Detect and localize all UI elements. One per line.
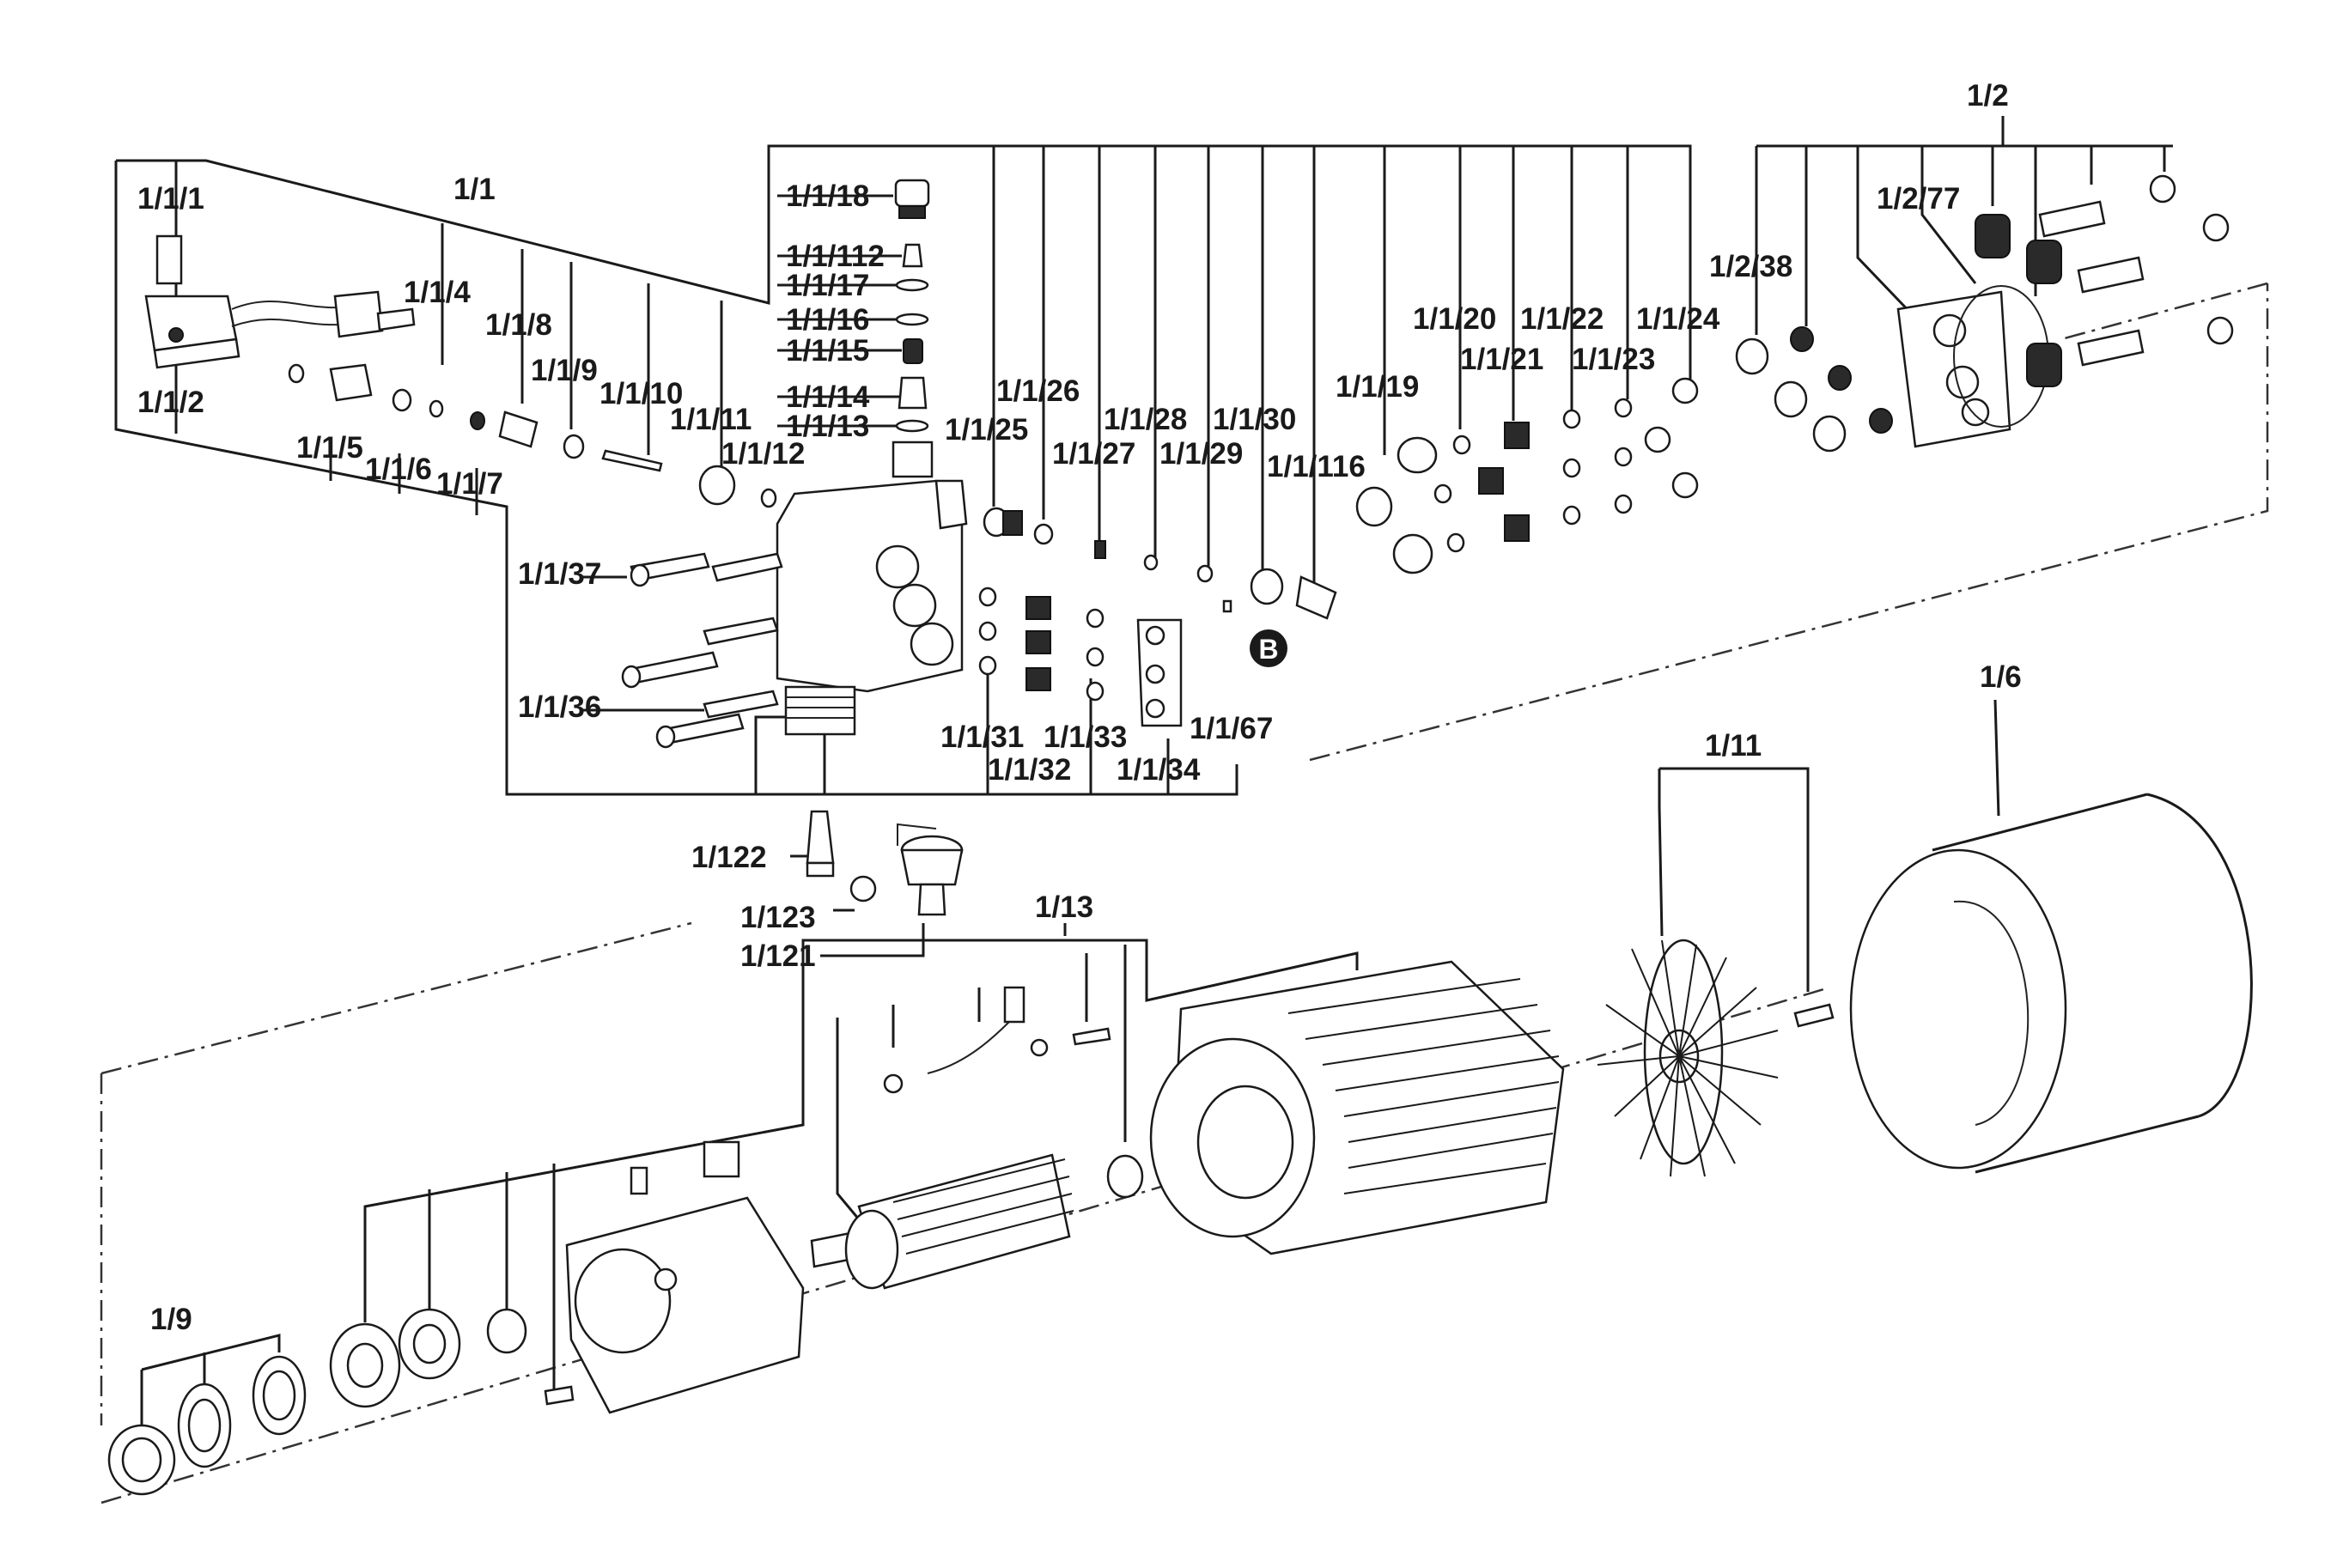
label-1-1-1: 1/1/1	[137, 182, 204, 216]
seal-rows-parts	[1355, 377, 1699, 574]
label-1-1-10: 1/1/10	[599, 377, 683, 410]
label-1-1-9: 1/1/9	[531, 354, 598, 387]
marker-b-label: B	[1258, 634, 1278, 665]
pump-head-callout-frame	[1755, 116, 2173, 335]
label-1-2: 1/2	[1967, 79, 2009, 112]
plunger-seal-parts	[978, 507, 1337, 727]
label-1-1-17: 1/1/17	[786, 269, 869, 302]
label-1-1-8: 1/1/8	[485, 308, 552, 342]
label-1-1-19: 1/1/19	[1336, 370, 1419, 404]
label-1-1-15: 1/1/15	[786, 334, 869, 368]
label-1-1-29: 1/1/29	[1159, 437, 1243, 471]
label-1-1-34: 1/1/34	[1117, 753, 1201, 787]
motor-callout-frame	[363, 923, 1359, 1391]
label-1-1-4: 1/1/4	[404, 276, 471, 309]
label-1-1-11: 1/1/11	[670, 403, 752, 436]
pump-head-part	[1735, 174, 2234, 453]
label-1-1-26: 1/1/26	[996, 374, 1080, 408]
label-1-1-13: 1/1/13	[786, 410, 869, 443]
plunger-row	[978, 586, 1105, 702]
pump-bolts-part	[621, 552, 783, 749]
label-1-1-21: 1/1/21	[1460, 343, 1543, 376]
label-1-9: 1/9	[150, 1303, 192, 1336]
label-1-1-112: 1/1/112	[786, 240, 885, 273]
valve-stack-part	[892, 179, 934, 478]
reference-marker-b: B	[1250, 629, 1287, 667]
label-1-1-16: 1/1/16	[786, 303, 869, 337]
label-1-1-30: 1/1/30	[1213, 403, 1296, 436]
label-1-1-36: 1/1/36	[518, 690, 601, 724]
label-1-1-23: 1/1/23	[1572, 343, 1655, 376]
label-1-2-77: 1/2/77	[1877, 182, 1960, 216]
label-1-1-67: 1/1/67	[1190, 712, 1273, 745]
label-1-6: 1/6	[1980, 660, 2022, 694]
label-1-1-6: 1/1/6	[365, 453, 432, 486]
misc-callout-frames	[140, 699, 2000, 1430]
label-1-1: 1/1	[453, 173, 496, 206]
label-1-121: 1/121	[740, 939, 816, 973]
label-1-1-24: 1/1/24	[1636, 302, 1720, 336]
label-1-1-7: 1/1/7	[436, 467, 503, 501]
pressure-switch-part	[144, 234, 416, 369]
label-1-11: 1/11	[1705, 729, 1762, 763]
pump-housing-part	[776, 479, 968, 736]
pump-group-callout-frame	[114, 144, 1692, 796]
quick-connect-parts	[806, 810, 964, 916]
housing-sleeve-part	[1849, 793, 2253, 1174]
label-1-1-37: 1/1/37	[518, 557, 601, 591]
pump-head-springs	[1975, 214, 2062, 387]
label-1-1-22: 1/1/22	[1520, 302, 1604, 336]
pump-left-fittings	[288, 363, 777, 508]
label-1-123: 1/123	[740, 901, 816, 934]
label-1-1-14: 1/1/14	[786, 380, 870, 414]
label-1-1-31: 1/1/31	[940, 720, 1024, 754]
label-1-1-18: 1/1/18	[786, 179, 869, 213]
label-1-1-25: 1/1/25	[945, 413, 1028, 447]
label-1-122: 1/122	[691, 841, 767, 874]
motor-sensor-parts	[883, 986, 1144, 1199]
motor-flange-part	[544, 1140, 805, 1414]
label-1-1-33: 1/1/33	[1044, 720, 1127, 754]
stator-part	[1149, 960, 1565, 1255]
fan-part	[1597, 939, 1835, 1177]
label-1-1-27: 1/1/27	[1052, 437, 1135, 471]
part-labels: 1/1/1 1/1 1/1/4 1/1/8 1/1/9 1/1/10 1/1/1…	[137, 79, 2022, 1336]
rotor-part	[810, 1153, 1074, 1290]
label-1-1-5: 1/1/5	[296, 431, 363, 465]
label-1-1-28: 1/1/28	[1104, 403, 1187, 436]
bearings-washers-parts	[107, 1308, 527, 1496]
label-1-1-116: 1/1/116	[1267, 450, 1366, 483]
label-1-13: 1/13	[1035, 890, 1093, 924]
label-1-1-2: 1/1/2	[137, 386, 204, 419]
label-1-1-32: 1/1/32	[988, 753, 1071, 787]
label-1-2-38: 1/2/38	[1709, 250, 1792, 283]
label-1-1-12: 1/1/12	[721, 437, 805, 471]
label-1-1-20: 1/1/20	[1413, 302, 1496, 336]
